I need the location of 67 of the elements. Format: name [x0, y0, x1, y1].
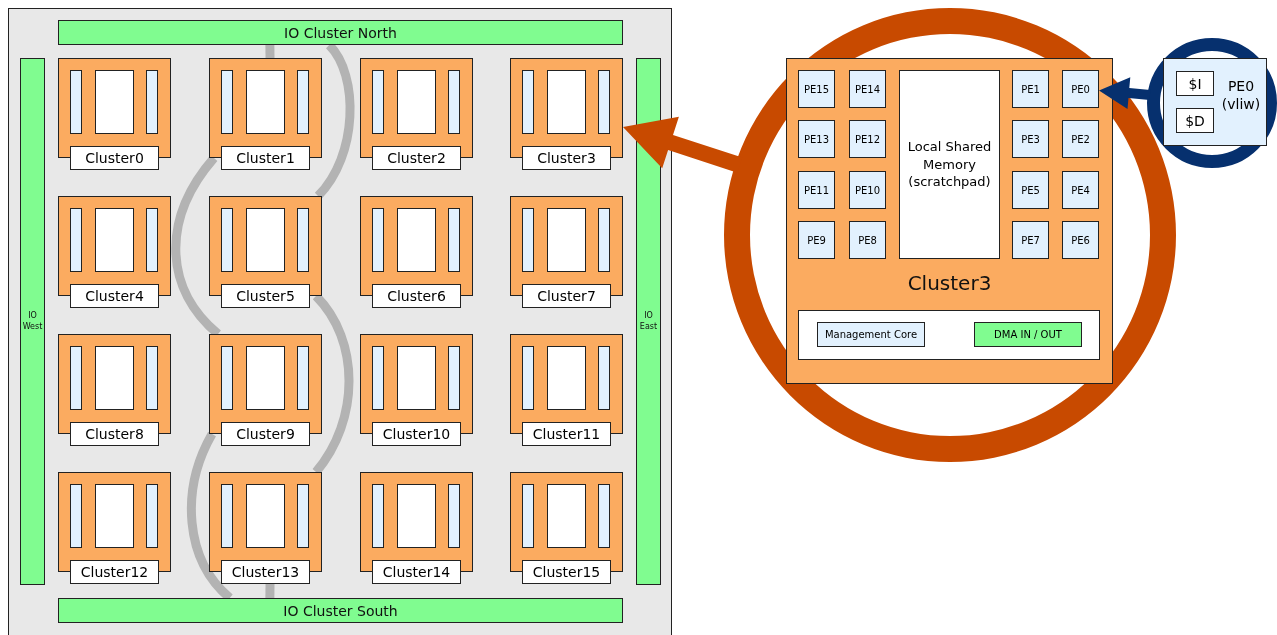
cluster-block — [209, 472, 322, 584]
pe-block: PE6 — [1062, 221, 1099, 259]
cluster-detail-box — [786, 58, 1113, 384]
pe-block: PE11 — [798, 171, 835, 209]
pe-block: PE14 — [849, 70, 886, 108]
cluster-block — [510, 334, 623, 446]
cluster-label: Cluster4 — [70, 284, 159, 308]
pe-block: PE9 — [798, 221, 835, 259]
cluster-label: Cluster13 — [221, 560, 310, 584]
zoom-circle — [724, 8, 1176, 462]
arrow — [1099, 77, 1151, 110]
cluster-label: Cluster2 — [372, 146, 461, 170]
cluster-label: Cluster6 — [372, 284, 461, 308]
cluster-block — [510, 196, 623, 308]
pe-block: PE3 — [1012, 120, 1049, 158]
pe-block: PE8 — [849, 221, 886, 259]
cluster-block — [360, 58, 473, 170]
io-bar: IO Cluster North — [58, 20, 623, 45]
zoom-circle — [1147, 38, 1277, 168]
cluster-label: Cluster3 — [522, 146, 611, 170]
io-bar: IO East — [636, 58, 661, 585]
connector-line — [265, 44, 275, 59]
cluster-block — [360, 334, 473, 446]
pe-block: PE13 — [798, 120, 835, 158]
pe-block: PE15 — [798, 70, 835, 108]
cluster-title: Cluster3 — [906, 271, 993, 295]
cache-block: $D — [1176, 108, 1214, 133]
cluster-label: Cluster12 — [70, 560, 159, 584]
pe-block: PE10 — [849, 171, 886, 209]
cluster-label: Cluster7 — [522, 284, 611, 308]
cluster-block — [510, 58, 623, 170]
pe-block: PE4 — [1062, 171, 1099, 209]
dma-block: DMA IN / OUT — [974, 322, 1082, 347]
cluster-block — [510, 472, 623, 584]
cluster-block — [58, 58, 171, 170]
cache-block: $I — [1176, 71, 1214, 96]
cluster-block — [209, 334, 322, 446]
memory-block: Local Shared Memory (scratchpad) — [899, 70, 1000, 259]
io-bar: IO Cluster South — [58, 598, 623, 623]
pe-title: PE0 (vliw) — [1220, 77, 1262, 114]
cluster-label: Cluster9 — [221, 422, 310, 446]
connector-line — [265, 583, 275, 599]
pe-block: PE5 — [1012, 171, 1049, 209]
cluster-block — [58, 472, 171, 584]
cluster-block — [58, 196, 171, 308]
cluster-block — [209, 196, 322, 308]
pe-block: PE7 — [1012, 221, 1049, 259]
cluster-block — [58, 334, 171, 446]
cluster-block — [209, 58, 322, 170]
cluster-label: Cluster1 — [221, 146, 310, 170]
cluster-label: Cluster15 — [522, 560, 611, 584]
io-bar: IO West — [20, 58, 45, 585]
pe-block: PE2 — [1062, 120, 1099, 158]
pe-block: PE1 — [1012, 70, 1049, 108]
cluster-block — [360, 472, 473, 584]
cluster-label: Cluster11 — [522, 422, 611, 446]
cluster-block — [360, 196, 473, 308]
pe-block: PE0 — [1062, 70, 1099, 108]
cluster-label: Cluster8 — [70, 422, 159, 446]
management-core-block: Management Core — [817, 322, 925, 347]
cluster-label: Cluster0 — [70, 146, 159, 170]
cluster-label: Cluster5 — [221, 284, 310, 308]
pe-block: PE12 — [849, 120, 886, 158]
management-panel — [798, 310, 1100, 360]
pe-detail-box — [1163, 58, 1267, 146]
cluster-label: Cluster10 — [372, 422, 461, 446]
cluster-label: Cluster14 — [372, 560, 461, 584]
